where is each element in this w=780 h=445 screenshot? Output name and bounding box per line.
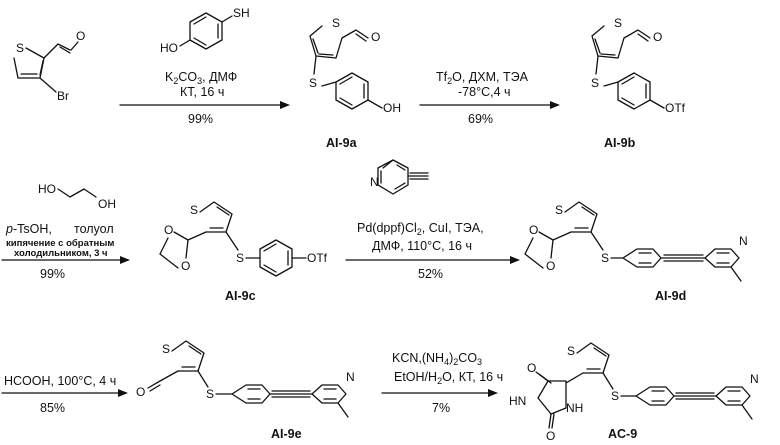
atom-hn: HN (509, 394, 526, 408)
reagent-mercaptophenol: SH HO (160, 6, 250, 55)
reagent-ethylene-glycol: HO OH (38, 182, 116, 211)
atom-s: S (567, 344, 575, 358)
step3-solvent: толуол (74, 222, 114, 236)
arrow-step-2 (420, 101, 560, 109)
atom-o: O (529, 223, 538, 237)
label-ai9b: AI-9b (604, 136, 636, 150)
atom-otf: OTf (307, 251, 328, 265)
arrow-step-1 (120, 101, 290, 109)
atom-s: S (332, 16, 340, 30)
atom-o: O (136, 385, 145, 399)
atom-o: O (527, 361, 536, 375)
starting-material: S O Br (14, 29, 85, 103)
step1-conditions: КТ, 16 ч (180, 85, 224, 99)
step6-yield: 7% (432, 401, 450, 415)
atom-s: S (206, 387, 214, 401)
atom-s: S (190, 203, 198, 217)
atom-sh: SH (233, 6, 250, 20)
atom-s: S (601, 251, 609, 265)
atom-n: N (739, 234, 748, 248)
label-ac9: AC-9 (608, 427, 637, 441)
arrow-step-6 (382, 389, 498, 397)
compound-ai9a-structure: S O S OH (309, 16, 401, 115)
atom-n: N (370, 175, 379, 189)
atom-o: O (164, 223, 173, 237)
atom-o: O (546, 429, 555, 443)
atom-s: S (236, 251, 244, 265)
atom-ho: HO (38, 182, 56, 196)
atom-oh: OH (383, 101, 401, 115)
label-ai9e: AI-9e (271, 427, 302, 441)
step4-yield: 52% (418, 267, 443, 281)
atom-o: O (371, 30, 380, 44)
arrow-step-5 (2, 389, 128, 397)
atom-oh: OH (98, 197, 116, 211)
compound-ai9e-structure: S O S N (136, 341, 355, 417)
step5-conditions: HCOOH, 100°С, 4 ч (4, 374, 116, 388)
reagent-ethynylpyridine: N (370, 160, 428, 194)
atom-s: S (614, 16, 622, 30)
atom-s: S (611, 389, 619, 403)
compound-ai9d-structure: S O O S N (525, 202, 748, 281)
step3-yield: 99% (40, 267, 65, 281)
atom-nh: NH (566, 401, 583, 415)
label-ai9c: AI-9c (225, 289, 256, 303)
step2-conditions: -78°С,4 ч (458, 85, 511, 99)
step3-reagents: p-TsOH, (5, 222, 52, 236)
atom-o: O (653, 30, 662, 44)
atom-s: S (309, 76, 317, 90)
step2-reagents: Tf2O, ДХМ, ТЭА (436, 70, 529, 86)
atom-o: O (181, 259, 190, 273)
step5-yield: 85% (40, 401, 65, 415)
compound-ai9b-structure: S O S OTf (591, 16, 686, 115)
step6-reagents: KCN,(NH4)2CO3 (392, 351, 482, 367)
step3-reflux-line2: холодильником, 3 ч (14, 248, 108, 259)
label-ai9d: AI-9d (655, 289, 686, 303)
label-ai9a: AI-9a (326, 136, 358, 150)
atom-n: N (750, 372, 759, 386)
step4-reagents: Pd(dppf)Cl2, CuI, ТЭА, (357, 221, 484, 237)
atom-s: S (162, 342, 170, 356)
atom-s: S (16, 41, 24, 55)
atom-br: Br (57, 89, 69, 103)
atom-n: N (346, 370, 355, 384)
atom-ho: HO (160, 41, 178, 55)
step2-yield: 69% (468, 112, 493, 126)
atom-o: O (76, 29, 85, 43)
compound-ai9c-structure: S O O S OTf (160, 202, 328, 276)
atom-otf: OTf (665, 101, 686, 115)
atom-s: S (591, 76, 599, 90)
atom-o: O (546, 259, 555, 273)
arrow-step-4 (346, 256, 520, 264)
step1-reagents: K2CO3, ДМФ (165, 70, 237, 86)
atom-s: S (555, 203, 563, 217)
step4-conditions: ДМФ, 110°С, 16 ч (372, 239, 472, 253)
step6-solvent: EtOH/H2O, КТ, 16 ч (394, 370, 503, 386)
step1-yield: 99% (188, 112, 213, 126)
